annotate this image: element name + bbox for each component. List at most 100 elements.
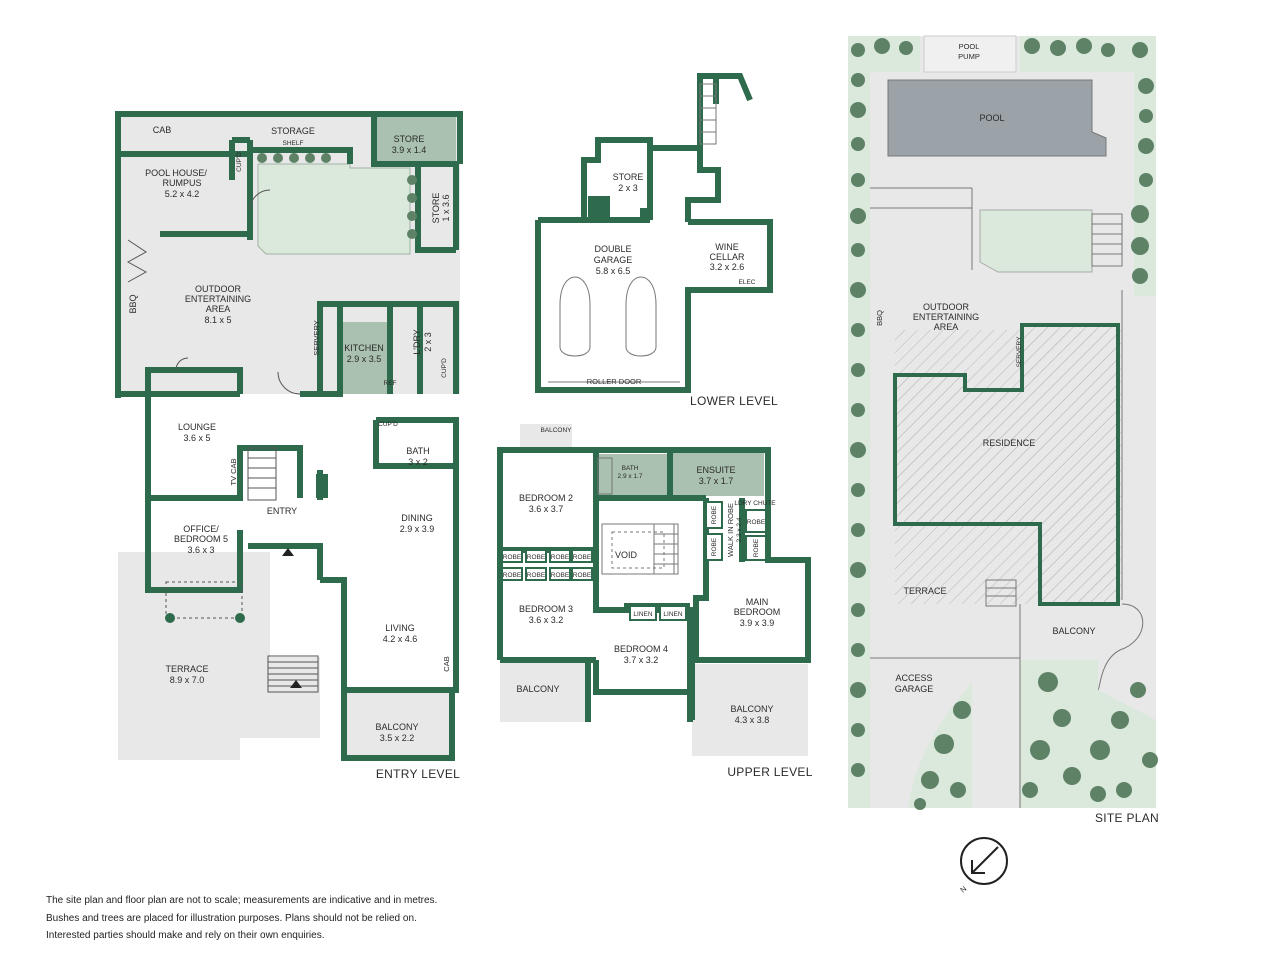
cellar-label: CELLAR — [709, 252, 745, 262]
outdoor-label: OUTDOOR — [195, 284, 241, 294]
upper-level-title: UPPER LEVEL — [727, 765, 812, 779]
bedroom2-dim: 3.6 x 3.7 — [529, 504, 564, 514]
cupboard3-label: CUP'D — [378, 421, 398, 428]
laundry-dim: 2 x 3 — [423, 332, 433, 352]
pool-house-label: POOL HOUSE/ — [145, 168, 207, 178]
store2-dim: 1 x 3.6 — [441, 194, 451, 221]
lower-level-title: LOWER LEVEL — [690, 394, 778, 408]
robe-11-label: ROBE — [747, 519, 766, 526]
site-area-label: AREA — [934, 322, 959, 332]
robe-2-label: ROBE — [527, 554, 546, 561]
upper-bath-dim: 2.9 x 1.7 — [618, 473, 643, 480]
dining-dim: 2.9 x 3.9 — [400, 524, 435, 534]
laundry-chute-label: LDRY CHUTE — [734, 500, 776, 507]
linen-1-label: LINEN — [633, 611, 652, 618]
upper-top-balcony-label: BALCONY — [540, 427, 572, 434]
upper-balcony-left-label: BALCONY — [516, 684, 559, 694]
outdoor-dim: 8.1 x 5 — [204, 315, 231, 325]
main-bedroom-label: BEDROOM — [734, 607, 781, 617]
bedroom3-dim: 3.6 x 3.2 — [529, 615, 564, 625]
store-dim: 3.9 x 1.4 — [392, 145, 427, 155]
wine-dim: 3.2 x 2.6 — [710, 262, 745, 272]
bedroom4-dim: 3.7 x 3.2 — [624, 655, 659, 665]
store2-label: STORE — [431, 193, 441, 224]
lower-level-plan: STORE 2 x 3 DOUBLE GARAGE 5.8 x 6.5 WINE… — [535, 73, 778, 408]
robe-8-label: ROBE — [573, 572, 592, 579]
roller-door-label: ROLLER DOOR — [587, 377, 642, 386]
lounge-label: LOUNGE — [178, 422, 216, 432]
rumpus-label: RUMPUS — [162, 178, 201, 188]
office-label: OFFICE/ — [183, 524, 219, 534]
storage-label: STORAGE — [271, 126, 315, 136]
area-label: AREA — [206, 304, 231, 314]
office-dim: 3.6 x 3 — [187, 545, 214, 555]
linen-2-label: LINEN — [663, 611, 682, 618]
site-entertaining-label: ENTERTAINING — [913, 312, 979, 322]
bedroom5-label: BEDROOM 5 — [174, 534, 228, 544]
robe-7-label: ROBE — [551, 572, 570, 579]
pool-house-dim: 5.2 x 4.2 — [165, 189, 200, 199]
cupboard2-label: CUP'D — [441, 358, 448, 378]
elec-label: ELEC — [739, 279, 756, 286]
site-balcony-label: BALCONY — [1052, 626, 1095, 636]
pool-label: POOL — [959, 42, 980, 51]
disclaimer-line-1: The site plan and floor plan are not to … — [46, 895, 438, 906]
site-outdoor-label: OUTDOOR — [923, 302, 969, 312]
bbq-label: BBQ — [128, 294, 138, 313]
terrace-dim: 8.9 x 7.0 — [170, 675, 205, 685]
tv-cab-label: TV CAB — [229, 458, 238, 485]
residence-label: RESIDENCE — [983, 438, 1036, 448]
cab-label: CAB — [153, 125, 172, 135]
balcony-label: BALCONY — [375, 722, 418, 732]
main-label: MAIN — [746, 597, 769, 607]
garage-label: GARAGE — [594, 255, 633, 265]
bath-dim: 3 x 2 — [408, 457, 428, 467]
fridge-label: REF — [384, 380, 397, 387]
void-label: VOID — [615, 550, 638, 560]
entertaining-label: ENTERTAINING — [185, 294, 251, 304]
bedroom4-label: BEDROOM 4 — [614, 644, 668, 654]
double-label: DOUBLE — [594, 244, 631, 254]
robe-9-label: ROBE — [711, 505, 718, 524]
lower-store-dim: 2 x 3 — [618, 183, 638, 193]
robe-10-label: ROBE — [711, 537, 718, 556]
north-label: N — [958, 884, 968, 894]
upper-bath-label: BATH — [622, 465, 639, 472]
entry-level-title: ENTRY LEVEL — [376, 767, 460, 781]
ensuite-label: ENSUITE — [696, 465, 735, 475]
walk-in-robe-dim: 2.3 x 2.4 — [736, 517, 743, 542]
robe-12-label: ROBE — [753, 538, 760, 557]
dining-label: DINING — [401, 513, 433, 523]
wine-label: WINE — [715, 242, 739, 252]
site-terrace-label: TERRACE — [903, 586, 946, 596]
access-garage-label: GARAGE — [895, 684, 934, 694]
upper-level-plan: BALCONY BEDROOM 2 3.6 x 3.7 BATH 2.9 x 1… — [497, 424, 812, 779]
robe-4-label: ROBE — [573, 554, 592, 561]
garage-dim: 5.8 x 6.5 — [596, 266, 631, 276]
main-bedroom-dim: 3.9 x 3.9 — [740, 618, 775, 628]
robe-3-label: ROBE — [551, 554, 570, 561]
entry-label: ENTRY — [267, 506, 297, 516]
lounge-dim: 3.6 x 5 — [183, 433, 210, 443]
upper-balcony-right-label: BALCONY — [730, 704, 773, 714]
lower-store-label: STORE — [613, 172, 644, 182]
site-servery-label: SERVERY — [1016, 336, 1023, 367]
laundry-label: L'DRY — [412, 329, 422, 355]
north-arrow-icon: N — [958, 837, 1008, 895]
terrace-label: TERRACE — [165, 664, 208, 674]
robe-5-label: ROBE — [503, 572, 522, 579]
ensuite-dim: 3.7 x 1.7 — [699, 476, 734, 486]
balcony-dim: 3.5 x 2.2 — [380, 733, 415, 743]
site-bbq-label: BBQ — [875, 310, 884, 326]
disclaimer: The site plan and floor plan are not to … — [46, 892, 526, 945]
bath-label: BATH — [406, 446, 429, 456]
store-label: STORE — [394, 134, 425, 144]
kitchen-dim: 2.9 x 3.5 — [347, 354, 382, 364]
pump-label: PUMP — [958, 52, 980, 61]
kitchen-label: KITCHEN — [344, 343, 384, 353]
robe-1-label: ROBE — [503, 554, 522, 561]
cab2-label: CAB — [442, 656, 451, 671]
living-label: LIVING — [385, 623, 415, 633]
entry-level-plan: CAB STORAGE SHELF STORE 3.9 x 1.4 STORE … — [115, 111, 463, 781]
